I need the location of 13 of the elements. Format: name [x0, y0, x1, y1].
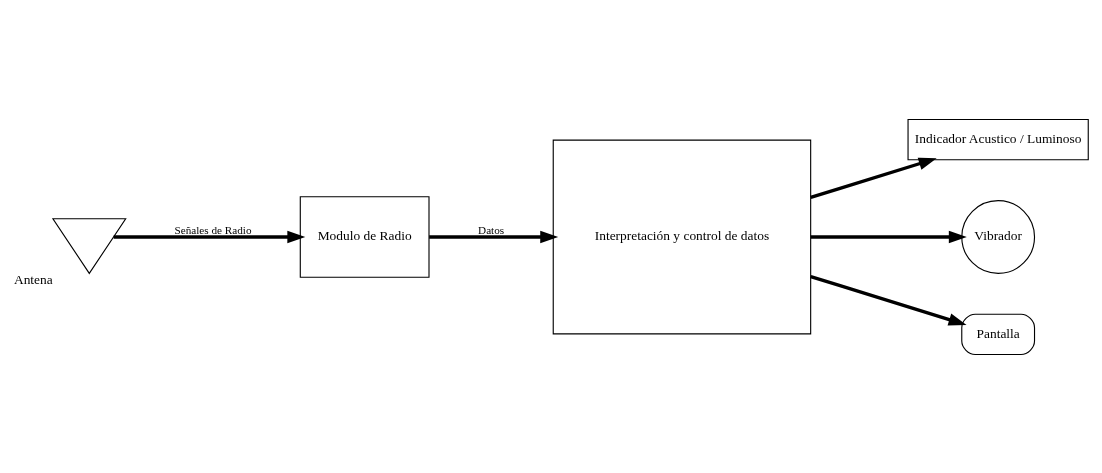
node-box: Interpretación y control de datos — [552, 139, 812, 334]
node-box: Modulo de Radio — [299, 195, 430, 278]
arrow — [429, 230, 559, 243]
edge-label: Datos — [478, 223, 505, 236]
node-box: Indicador Acustico / Luminoso — [907, 118, 1089, 160]
arrow — [113, 230, 306, 243]
arrow — [810, 230, 967, 243]
edge-label: Señales de Radio — [174, 223, 252, 236]
node-circle: Vibrador — [961, 199, 1036, 274]
node-box: Pantalla — [961, 313, 1036, 355]
arrow — [810, 157, 937, 199]
arrow — [810, 274, 967, 326]
node-label: Antena — [13, 271, 53, 287]
